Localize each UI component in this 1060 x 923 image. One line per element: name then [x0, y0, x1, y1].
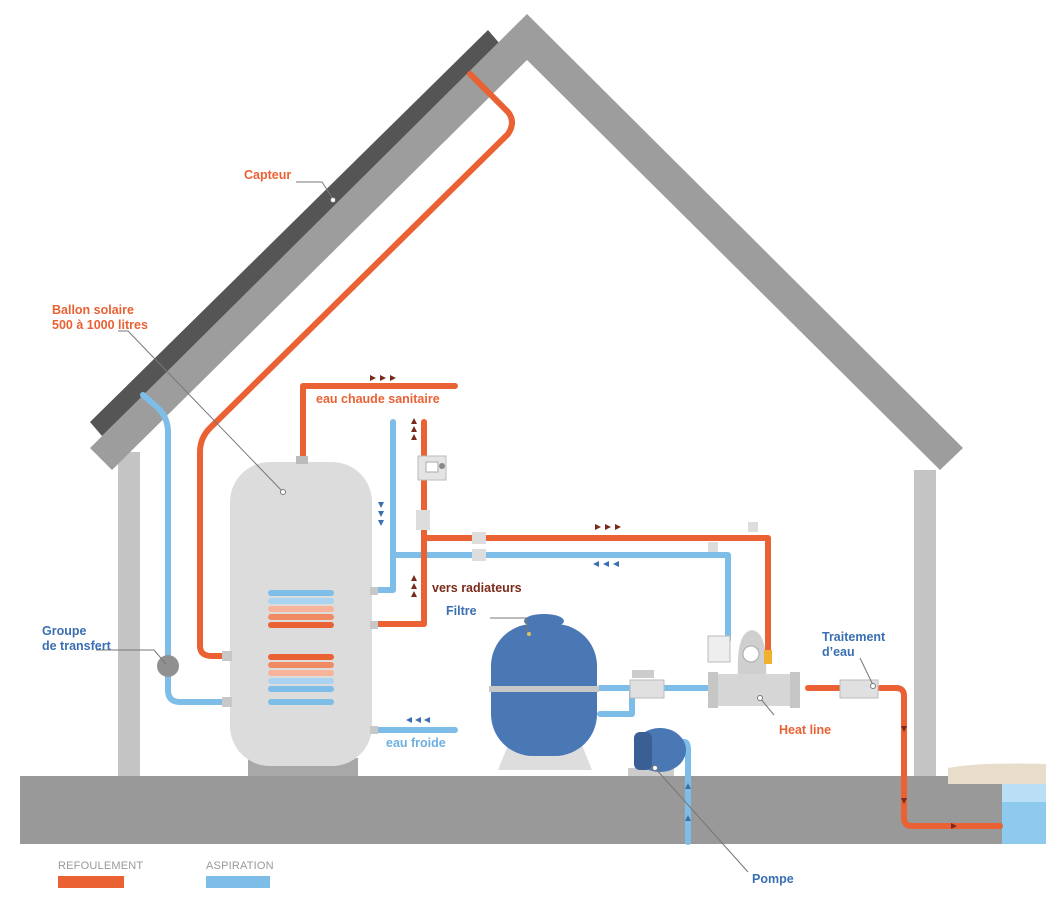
label-ballon-line1: Ballon solaire: [52, 303, 134, 317]
label-vers-radiateurs: vers radiateurs: [432, 581, 522, 595]
legend-aspiration-label: ASPIRATION: [206, 860, 274, 872]
right-wall: [914, 470, 936, 778]
label-capteur: Capteur: [244, 168, 292, 182]
label-traitement-line1: Traitement: [822, 630, 886, 644]
legend-refoulement-label: REFOULEMENT: [58, 860, 144, 872]
label-heat-line: Heat line: [779, 723, 832, 737]
leader-dots: [280, 197, 876, 771]
transfer-group: [157, 655, 179, 677]
left-wall: [118, 452, 140, 778]
flow-arrows: [370, 375, 957, 829]
label-eau-froide: eau froide: [386, 736, 446, 750]
sand-filter: [489, 614, 599, 770]
heat-line-unit: [707, 630, 800, 708]
legend-bar-aspiration: [206, 876, 270, 888]
pool-pump: [628, 728, 686, 776]
leader-lines: [96, 181, 874, 873]
solar-tank: [222, 456, 378, 776]
label-pompe: Pompe: [752, 872, 794, 886]
label-groupe-line1: Groupe: [42, 624, 87, 638]
label-ballon-line2: 500 à 1000 litres: [52, 318, 148, 332]
pool: [948, 763, 1046, 844]
floor-slab: [20, 776, 1002, 844]
valves: [416, 455, 758, 561]
solar-collector: [90, 30, 500, 436]
label-traitement-line2: d’eau: [822, 645, 855, 659]
roof: [90, 14, 963, 470]
label-eau-chaude: eau chaude sanitaire: [316, 392, 440, 406]
water-treatment: [839, 679, 879, 699]
cold-flow-arrows: [378, 502, 691, 821]
legend-bar-refoulement: [58, 876, 124, 888]
label-filtre: Filtre: [446, 604, 477, 618]
label-groupe-line2: de transfert: [42, 639, 111, 653]
valve-handle: [632, 670, 654, 678]
multiport-valve: [629, 679, 665, 699]
